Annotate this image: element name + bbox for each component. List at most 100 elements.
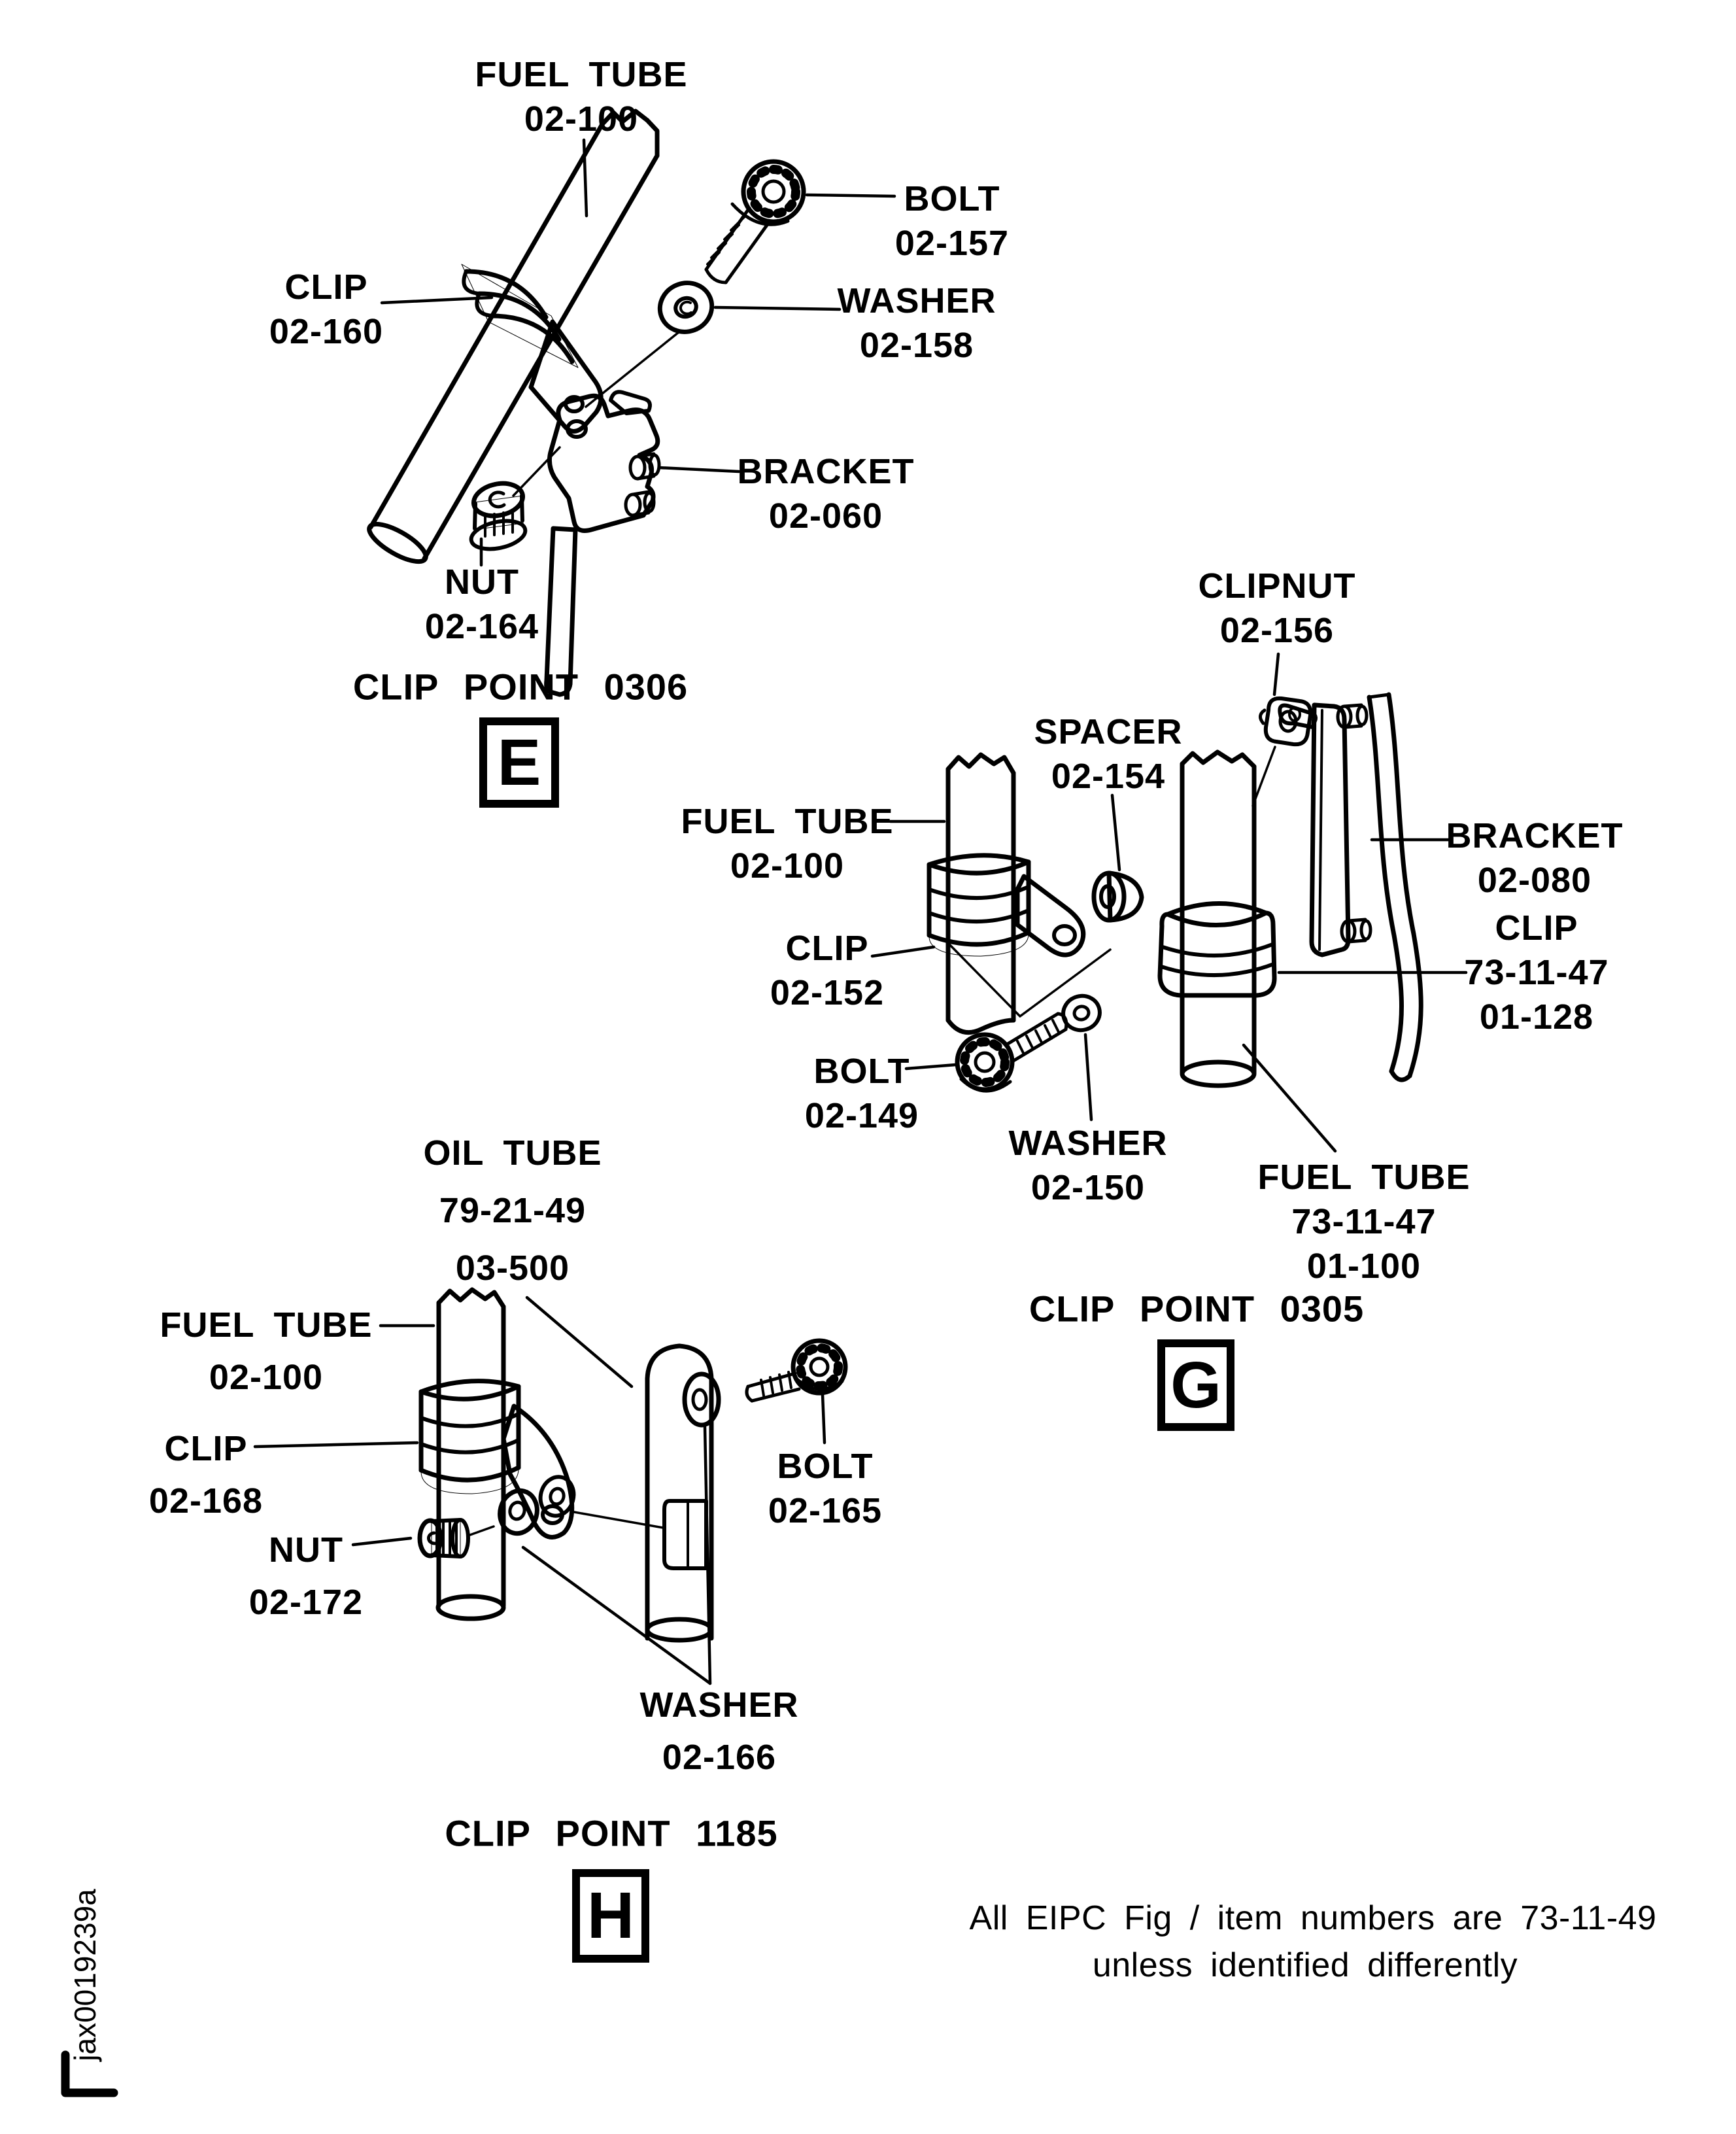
fuel-tube-drawing <box>367 109 660 564</box>
part-number: 02-060 <box>768 496 883 536</box>
bracket-drawing <box>1278 702 1372 957</box>
label-clipnut-g: CLIPNUT 02-156 <box>1199 564 1356 653</box>
part-name: BOLT <box>777 1447 874 1486</box>
part-number: 02-168 <box>148 1481 264 1521</box>
part-number: 73-11-47 <box>1464 953 1609 992</box>
label-oil-tube-h: OIL TUBE 79-21-49 03-500 <box>423 1124 602 1297</box>
label-nut-e: NUT 02-164 <box>425 560 539 649</box>
part-name: CLIP <box>1495 908 1578 948</box>
washer-drawing <box>1061 993 1102 1033</box>
label-bolt-e: BOLT 02-157 <box>895 177 1009 266</box>
bolt-drawing <box>955 1012 1068 1093</box>
clip-point-title-h: CLIP POINT 1185 <box>445 1812 778 1854</box>
part-name: WASHER <box>837 281 996 320</box>
clip-point-title-e: CLIP POINT 0306 <box>352 666 689 708</box>
part-name: WASHER <box>1008 1124 1168 1163</box>
part-name: BRACKET <box>737 452 915 491</box>
label-clip-h: CLIP 02-168 <box>149 1422 263 1527</box>
clip-alt-drawing <box>1157 901 1277 998</box>
footnote-line-2: unless identified differently <box>1092 1946 1518 1984</box>
oil-tube-drawing <box>645 1343 714 1643</box>
part-name: WASHER <box>639 1685 799 1725</box>
part-number: 02-100 <box>730 846 845 886</box>
part-name: FUEL TUBE <box>1257 1158 1471 1197</box>
part-number: 01-128 <box>1479 997 1594 1037</box>
part-name: NUT <box>269 1530 343 1570</box>
part-name: BRACKET <box>1446 816 1624 855</box>
clip-drawing <box>418 1379 575 1540</box>
part-name: CLIP <box>785 929 869 968</box>
part-number: 02-149 <box>804 1096 919 1135</box>
nut-drawing <box>469 481 528 551</box>
section-letter-box-e: E <box>479 717 559 808</box>
part-number: 02-158 <box>859 326 974 365</box>
section-letter: G <box>1170 1348 1221 1422</box>
part-number: 02-164 <box>424 607 539 646</box>
clip-point-0305-assembly <box>870 652 1468 1153</box>
clip-point-1185-assembly <box>253 1287 848 1685</box>
part-name: BOLT <box>813 1052 910 1091</box>
label-bracket-g: BRACKET 02-080 <box>1446 814 1624 903</box>
bolt-drawing <box>745 1338 848 1403</box>
part-number: 02-165 <box>768 1491 883 1530</box>
label-clip-e: CLIP 02-160 <box>269 265 383 354</box>
part-number: 03-500 <box>455 1248 570 1288</box>
section-letter-box-g: G <box>1157 1339 1234 1431</box>
clip-drawing <box>927 853 1086 957</box>
spacer-drawing <box>1091 870 1144 923</box>
part-name: CLIP <box>284 267 368 307</box>
part-number: 02-150 <box>1030 1168 1146 1207</box>
part-number: 02-080 <box>1477 861 1592 900</box>
label-nut-h: NUT 02-172 <box>249 1524 363 1628</box>
part-number: 02-172 <box>248 1583 364 1622</box>
leader-lines <box>380 138 896 567</box>
part-number: 02-160 <box>269 312 384 351</box>
part-name: BOLT <box>904 179 1000 218</box>
section-letter: E <box>497 725 541 799</box>
washer-drawing <box>657 281 715 334</box>
part-number: 02-156 <box>1219 611 1335 650</box>
label-fuel-tube-e: FUEL TUBE 02-100 <box>475 52 687 141</box>
bolt-drawing <box>704 159 806 284</box>
clip-point-0306-assembly <box>367 109 896 697</box>
part-number: 79-21-49 <box>439 1191 587 1230</box>
part-number: 02-100 <box>209 1358 324 1397</box>
label-washer-h: WASHER 02-166 <box>639 1679 798 1783</box>
label-fuel-tube-alt-g: FUEL TUBE 73-11-47 01-100 <box>1257 1155 1470 1288</box>
part-name: CLIPNUT <box>1198 566 1356 606</box>
fuel-tube-drawing <box>945 752 1016 1035</box>
label-fuel-tube-g: FUEL TUBE 02-100 <box>681 799 893 888</box>
fuel-tube-drawing <box>435 1287 506 1621</box>
part-name: CLIP <box>164 1429 248 1468</box>
part-number: 02-154 <box>1051 757 1166 796</box>
leader-lines <box>870 652 1468 1153</box>
part-number: 02-100 <box>524 99 639 139</box>
label-clip-g: CLIP 02-152 <box>770 926 884 1015</box>
part-number: 02-157 <box>894 224 1010 263</box>
label-bolt-h: BOLT 02-165 <box>768 1444 882 1533</box>
nut-drawing <box>417 1518 470 1558</box>
fuel-tube-alt-drawing <box>1180 749 1257 1088</box>
part-number: 73-11-47 <box>1291 1202 1437 1241</box>
label-fuel-tube-h: FUEL TUBE 02-100 <box>160 1299 372 1403</box>
footnote-line-1: All EIPC Fig / item numbers are 73-11-49 <box>969 1899 1657 1937</box>
leader-lines <box>253 1296 826 1685</box>
label-bolt-g: BOLT 02-149 <box>805 1049 919 1138</box>
part-name: SPACER <box>1034 712 1183 751</box>
support-tube-drawing <box>1367 692 1423 1082</box>
part-name: OIL TUBE <box>423 1133 602 1173</box>
part-number: 01-100 <box>1306 1247 1421 1286</box>
section-letter: H <box>587 1879 635 1952</box>
clip-point-title-g: CLIP POINT 0305 <box>1029 1288 1365 1330</box>
part-name: FUEL TUBE <box>681 802 894 841</box>
label-washer-e: WASHER 02-158 <box>837 279 996 368</box>
part-name: FUEL TUBE <box>475 55 688 94</box>
figure-id-watermark: jax0019239a <box>68 1889 102 2061</box>
part-number: 02-166 <box>662 1738 777 1777</box>
washer-drawing <box>498 1371 721 1536</box>
label-spacer-g: SPACER 02-154 <box>1034 710 1182 799</box>
corner-mark <box>61 2050 118 2097</box>
label-washer-g: WASHER 02-150 <box>1008 1121 1167 1210</box>
section-letter-box-h: H <box>572 1869 649 1963</box>
